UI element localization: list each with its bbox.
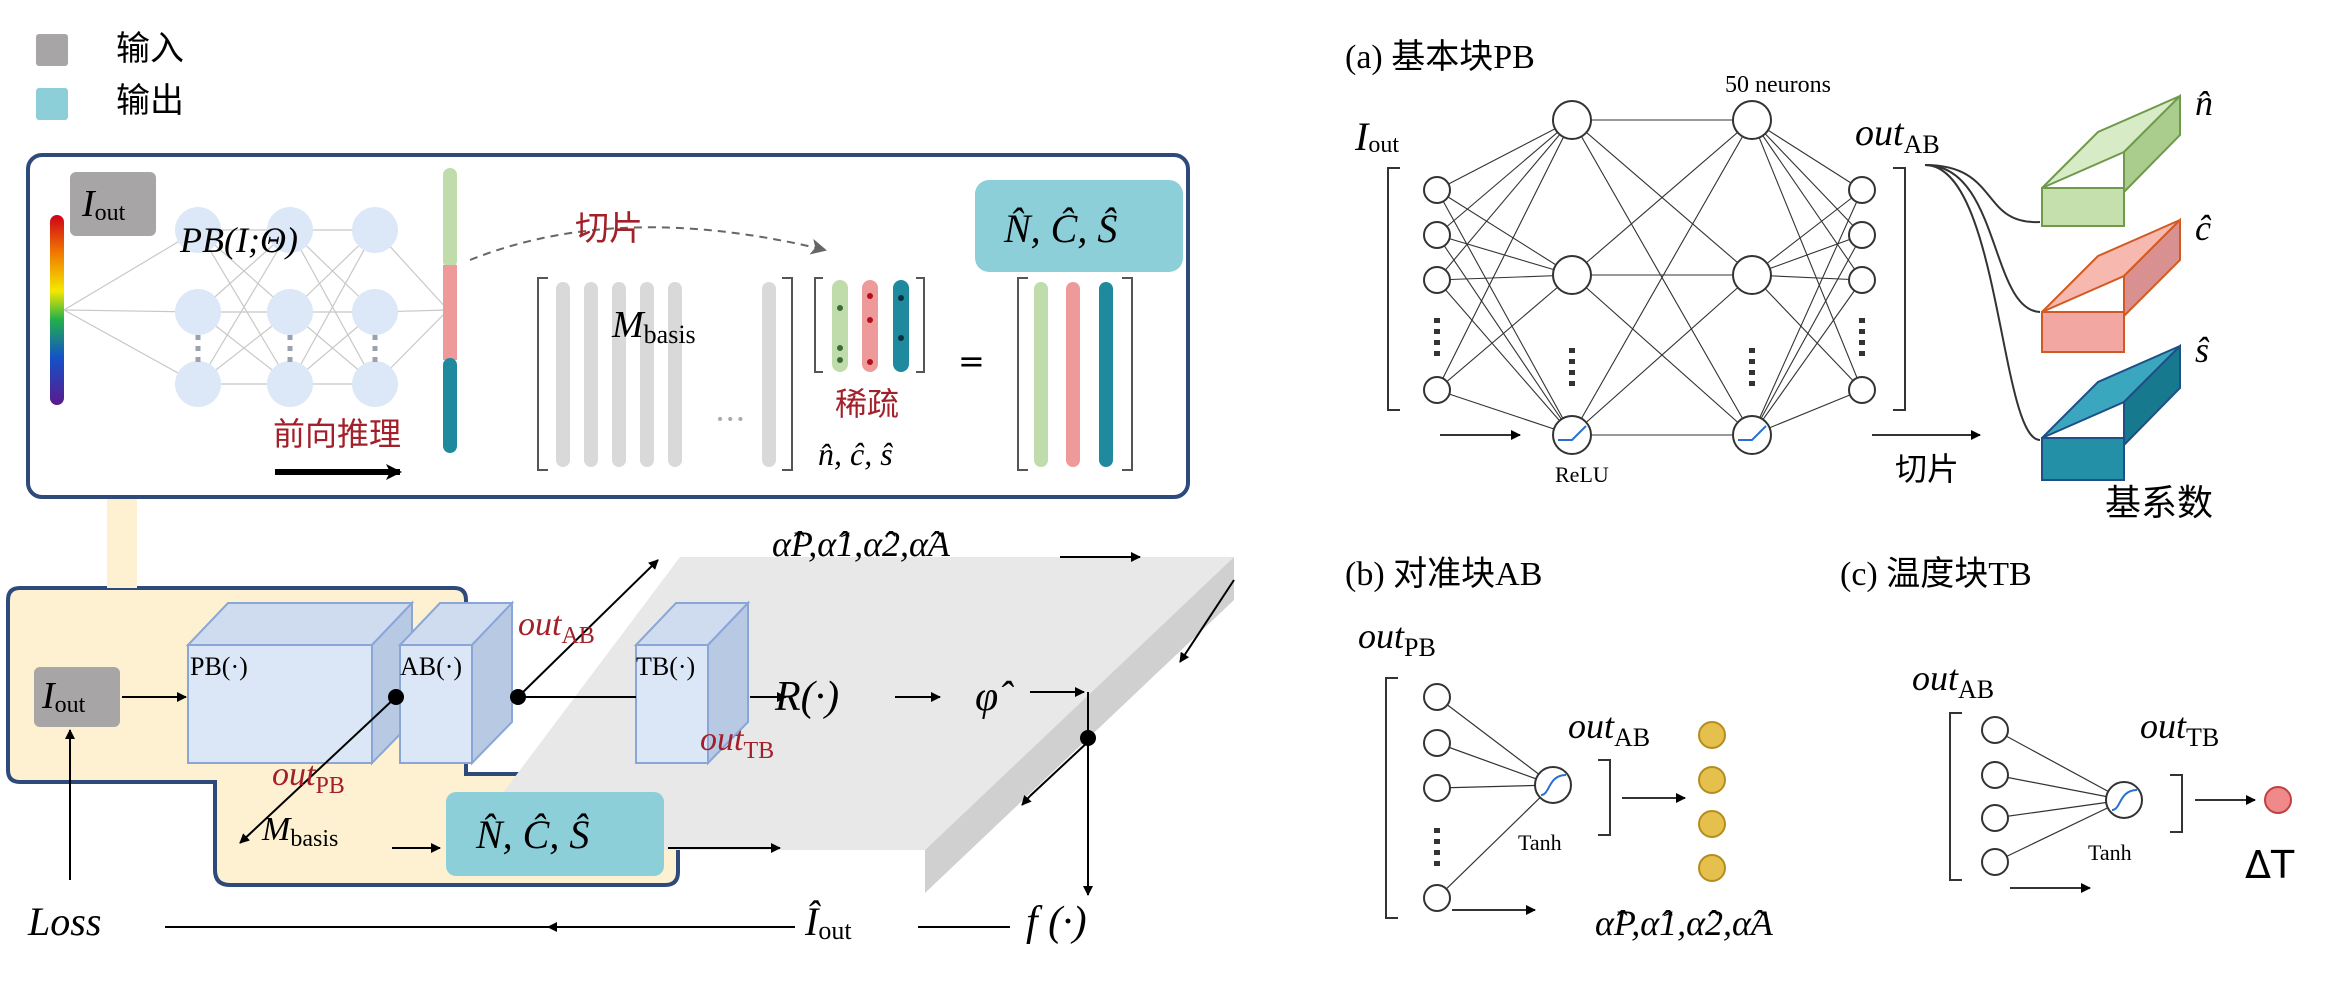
rainbow-input-bar [50, 215, 64, 405]
pipeline-ncs-box [446, 792, 664, 876]
n-hat-block [2041, 93, 2181, 227]
top-iout-label: Iout [81, 183, 126, 226]
n-hat-label: n̂ [2195, 83, 2213, 123]
panel-c-title: (c) 温度块TB [1840, 555, 2032, 593]
relu-curve-1 [1558, 425, 1587, 441]
ab-label: AB(·) [400, 652, 462, 681]
sparse-vectors [814, 277, 925, 373]
panel-a-dots [1434, 318, 1865, 390]
output-bar-teal [443, 358, 457, 453]
mbasis-matrix: Mbasis ··· [537, 277, 793, 471]
pipeline-iout-label: Iout [41, 675, 86, 718]
out-ab-label: outAB [518, 606, 595, 649]
faint-neurons [175, 207, 398, 407]
legend: 输入 输出 [36, 29, 184, 121]
pipeline-iout-box [34, 667, 120, 727]
pipeline-mbasis-label: Mbasis [261, 811, 338, 852]
s-hat-label: ŝ [2195, 330, 2210, 370]
loss-label: Loss [27, 899, 101, 944]
c-hat-label: ĉ [2195, 208, 2212, 248]
panel-b-out-label: outAB [1568, 706, 1650, 752]
sparse-label: 稀疏 [835, 385, 899, 423]
panel-a-output-neurons [1848, 176, 1876, 404]
mbasis-label: Mbasis [611, 304, 696, 349]
panel-c-in-label: outAB [1912, 658, 1994, 704]
panel-c-tanh-label: Tanh [2088, 840, 2132, 865]
panel-c-input-neurons [1981, 716, 2009, 876]
panel-b-edges [1436, 696, 1554, 899]
panel-c-output-dot [2264, 786, 2292, 814]
forward-inference-label: 前向推理 [273, 415, 401, 453]
panel-a-input-neurons [1423, 176, 1451, 404]
f-function-label: f (·) [1026, 899, 1087, 945]
pb-function-label: PB(I;Θ) [179, 220, 298, 260]
panel-b-output-dots [1698, 721, 1726, 882]
c-hat-block [2041, 217, 2181, 353]
s-hat-block [2041, 343, 2181, 481]
legend-input-swatch [36, 34, 68, 66]
r-function-label: R(·) [774, 674, 839, 720]
legend-output-swatch [36, 88, 68, 120]
legend-output-label: 输出 [116, 81, 184, 121]
out-pb-label: outPB [272, 756, 345, 799]
panel-a-hidden-neurons [1552, 100, 1772, 455]
panel-b-in-label: outPB [1358, 616, 1436, 662]
out-tb-label: outTB [700, 721, 774, 764]
relu-label: ReLU [1555, 462, 1609, 487]
tb-label: TB(·) [636, 652, 695, 681]
top-iout-box [70, 172, 156, 236]
panel-b-title: (b) 对准块AB [1345, 555, 1542, 593]
top-ncs-box [975, 180, 1183, 272]
delta-t-label: ΔT [2245, 843, 2295, 887]
junction-phi [1080, 730, 1096, 746]
equals-sign: = [958, 342, 985, 380]
basis-coefficient-label: 基系数 [2105, 483, 2213, 524]
pipeline-ncs-label: N̂, Ĉ, Ŝ [475, 812, 589, 857]
iout-hat-label: Îout [804, 899, 852, 945]
pb-label: PB(·) [190, 652, 248, 681]
top-network-box [26, 153, 1190, 499]
panel-a-title: (a) 基本块PB [1345, 38, 1535, 76]
slice-label: 切片 [575, 209, 643, 249]
panel-a-out-label: outAB [1855, 112, 1940, 159]
faint-ellipsis [195, 335, 378, 365]
panel-b-input-neurons [1423, 683, 1451, 912]
panel-b-tanh-label: Tanh [1518, 830, 1562, 855]
gray-slab-side [925, 557, 1234, 893]
panel-b-tanh-neuron [1534, 766, 1572, 804]
panel-c-edges [1994, 729, 2125, 863]
sparse-vars: n̂, ĉ, ŝ [818, 436, 893, 472]
tb-cube [633, 600, 751, 766]
panel-a-network-edges [1436, 119, 1863, 436]
pb-cube [185, 600, 415, 766]
panel-a-neurons-label: 50 neurons [1725, 72, 1831, 98]
panel-c-out-label: outTB [2140, 706, 2219, 752]
panel-a-iout: Iout [1354, 114, 1399, 159]
panel-b-alphas: α̂P,α̂1,α̂2,α̂A [1595, 903, 1774, 943]
output-bar-pink [443, 265, 457, 360]
panel-a-branch-curves [1924, 164, 2041, 441]
panel-a-slice-label: 切片 [1895, 450, 1959, 488]
mbasis-ellipsis: ··· [715, 400, 746, 438]
alphas-label: α̂P,α̂1,α̂2,α̂A [772, 524, 951, 564]
relu-curve-2 [1738, 425, 1767, 441]
legend-input-label: 输入 [116, 29, 184, 69]
slice-dashed-arrow [469, 226, 827, 261]
panel-c-tanh-neuron [2105, 781, 2143, 819]
ab-cube [397, 600, 515, 766]
top-ncs-label: N̂, Ĉ, Ŝ [1003, 206, 1117, 251]
output-bar-green [443, 168, 457, 268]
result-matrix [1017, 277, 1133, 471]
